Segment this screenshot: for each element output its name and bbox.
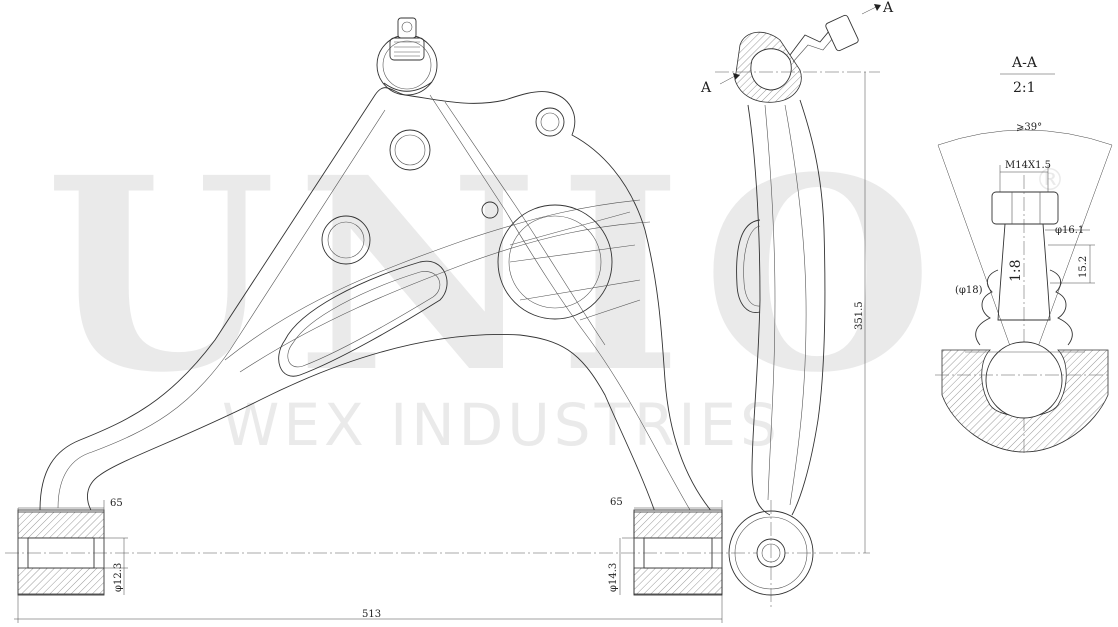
dim-side-height: 351.5 [854,301,865,330]
section-dia-18: (φ18) [955,285,983,296]
dim-right-diameter: φ14.3 [608,563,619,592]
dimensions-front [14,500,723,625]
ball-joint-top [376,17,438,96]
section-marker-top: A [882,0,894,16]
dim-right-width: 65 [610,497,623,508]
side-view: A A 351.5 [700,0,894,610]
section-taper: 1:8 [1008,259,1024,282]
slot [278,260,448,377]
section-angle: ⩾39° [1016,122,1042,133]
arm-outline [39,87,713,513]
section-thread: M14X1.5 [1005,160,1051,171]
section-dia-16: φ16.1 [1055,225,1084,236]
section-title: A-A [1011,55,1038,71]
section-scale: 2:1 [1013,80,1036,96]
section-marker-left: A [700,80,712,96]
dim-left-diameter: φ12.3 [113,563,124,592]
watermark-tagline: WEX INDUSTRIES [222,391,781,459]
watermark: UNIO WEX INDUSTRIES ® [45,120,1065,459]
dim-left-width: 65 [110,498,123,509]
bushing-right [633,509,723,596]
bushing-left [17,509,105,596]
watermark-brand: UNIO [45,120,953,431]
section-height-15: 15.2 [1078,256,1089,278]
front-view: 65 65 φ12.3 φ14.3 513 [5,17,870,625]
dim-overall-width: 513 [362,609,381,620]
section-view: A-A 2:1 ⩾39° M14X1.5 φ16.1 15.2 1:8 (φ18… [935,55,1113,455]
